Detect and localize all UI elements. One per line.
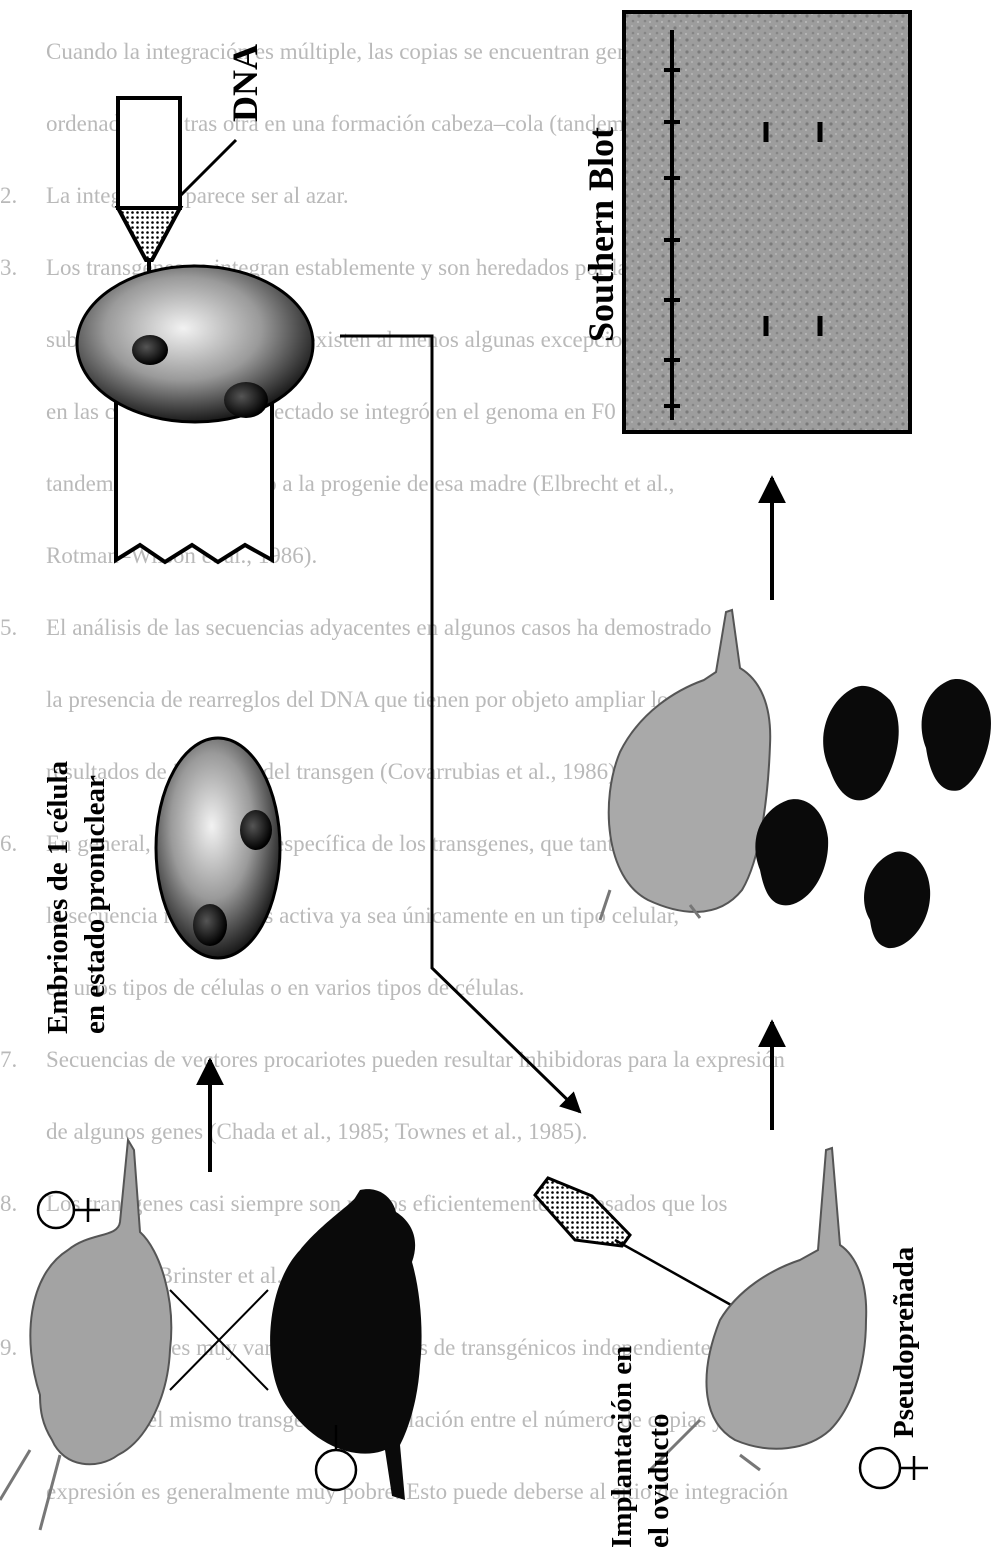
pseudopregnant-mouse (650, 1148, 866, 1470)
dna-label: DNA (224, 44, 266, 122)
pipette-tip (118, 208, 180, 260)
embriones-label: Embriones de 1 célula en estado pronucle… (40, 761, 114, 1034)
offspring-litter (755, 679, 991, 948)
pronuclear-embryo (156, 738, 280, 958)
dna-pointer-line (180, 140, 236, 196)
embryo-cell (77, 266, 313, 422)
female-symbol-left (38, 1192, 100, 1228)
female-symbol-bottom (860, 1448, 928, 1488)
implantacion-label: Implantación en el oviducto (604, 1346, 678, 1548)
implantacion-label-line1: Implantación en (604, 1346, 641, 1548)
cross-mark (170, 1290, 268, 1390)
pronucleus (240, 810, 272, 850)
injected-embryo (77, 266, 313, 562)
pipette-barrel (118, 98, 180, 208)
embriones-label-line1: Embriones de 1 célula (40, 761, 77, 1034)
southern-blot-panel (624, 12, 910, 432)
female-mouse (0, 1140, 171, 1530)
pronucleus (193, 904, 227, 946)
transfer-pipette (535, 1178, 740, 1310)
pronucleus (132, 335, 168, 365)
pronucleus (224, 382, 268, 418)
connector-to-implantation (340, 336, 580, 1112)
mother-mouse (600, 610, 770, 920)
blot-membrane (624, 12, 910, 432)
embriones-label-line2: en estado pronuclear (77, 761, 114, 1034)
pseudopregnant-label: Pseudopreñada (888, 1247, 921, 1438)
implantacion-label-line2: el oviducto (641, 1346, 678, 1548)
southern-blot-label: Southern Blot (580, 127, 622, 342)
